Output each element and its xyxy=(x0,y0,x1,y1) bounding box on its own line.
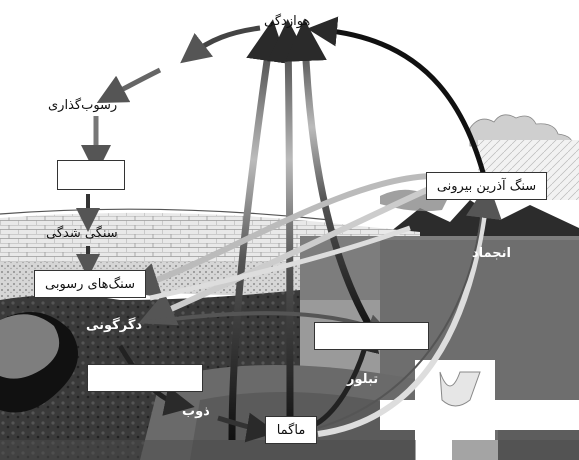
weathering-label: هوازدگی xyxy=(264,14,311,29)
blank-box-right xyxy=(314,322,429,350)
extrusive-igneous-rock-box: سنگ آذرین بیرونی xyxy=(426,172,547,200)
lithification-label: سنگی شدگی xyxy=(46,226,118,241)
blank-box-left xyxy=(87,364,203,392)
crystallization-label: تبلور xyxy=(347,372,379,387)
magma-box: ماگما xyxy=(265,416,317,444)
melting-label: ذوب xyxy=(182,404,210,419)
sedimentation-label: رسوب‌گذاری xyxy=(48,98,118,113)
sedimentary-rock-box: سنگ‌های رسوبی xyxy=(34,270,146,298)
metamorphism-label: دگرگونی xyxy=(86,318,143,333)
solidification-label: انجماد xyxy=(472,246,511,261)
blank-box-top xyxy=(57,160,125,190)
